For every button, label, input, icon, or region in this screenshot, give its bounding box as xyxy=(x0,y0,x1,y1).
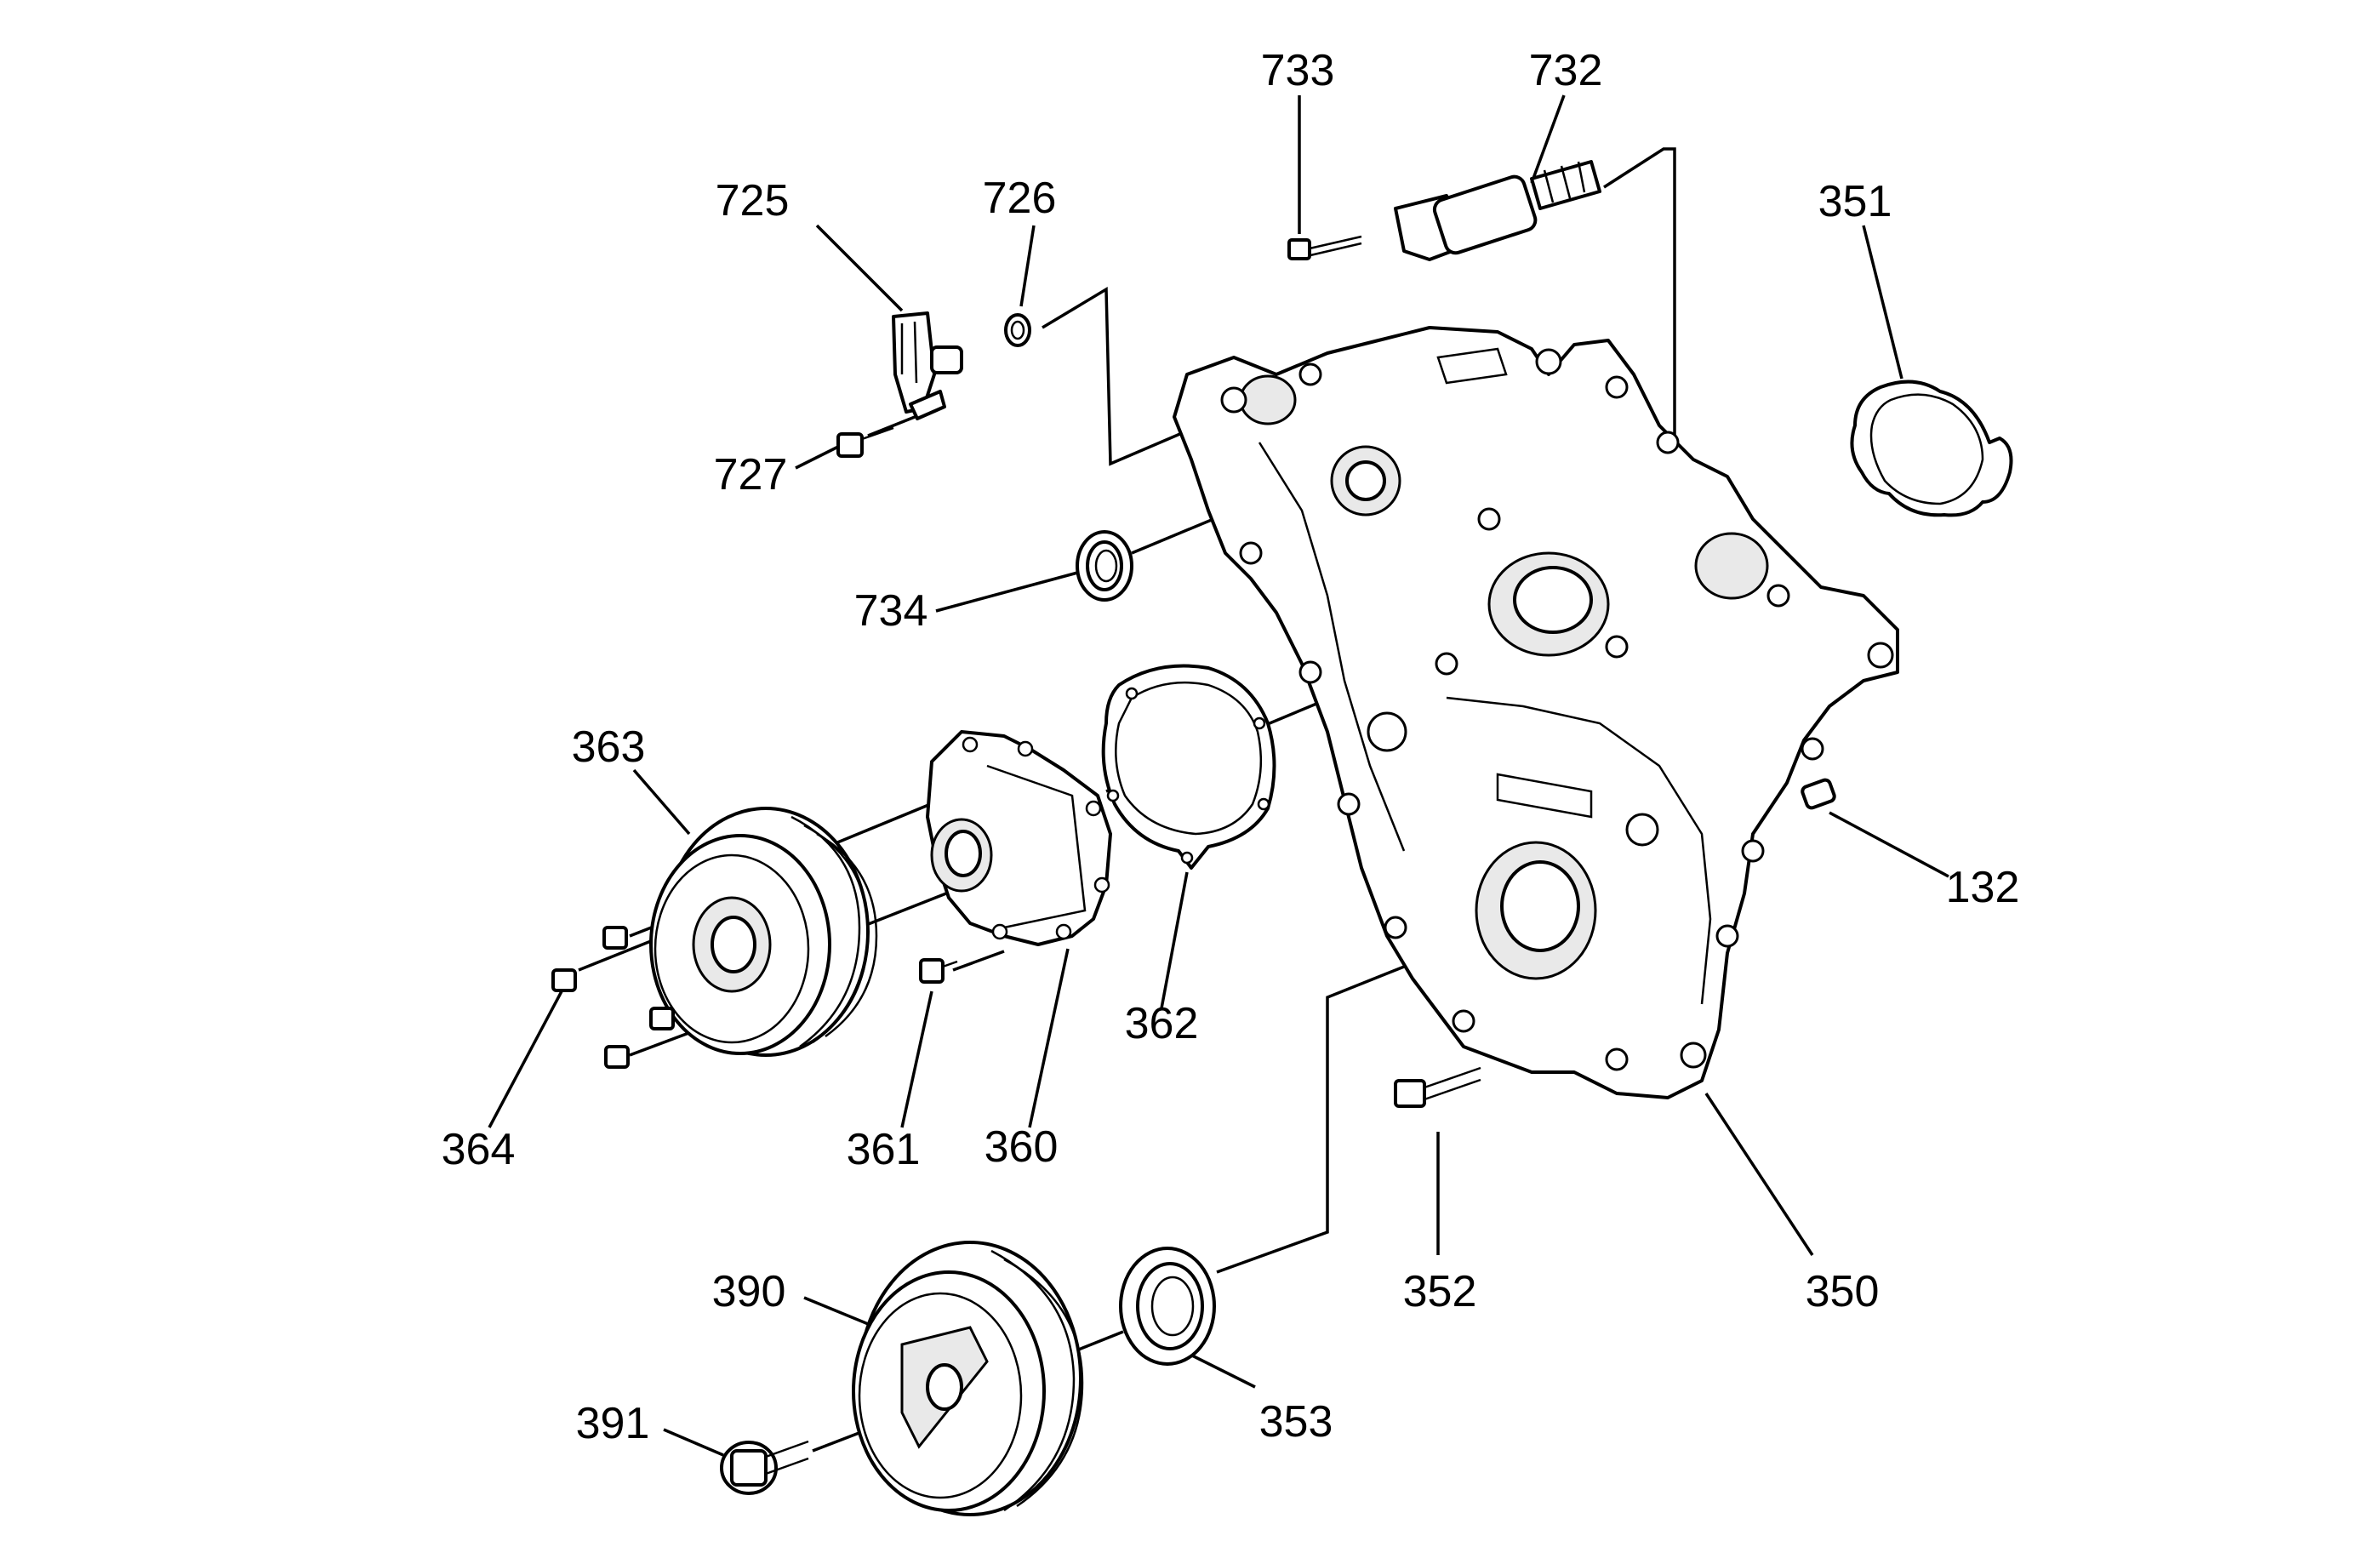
balancer-390 xyxy=(852,1241,1084,1516)
callout-391: 391 xyxy=(576,1399,650,1448)
bolt-391 xyxy=(720,1440,809,1495)
callout-132: 132 xyxy=(1946,863,2020,912)
pulley-363 xyxy=(649,807,878,1057)
bolt-352 xyxy=(1394,1066,1481,1108)
timing-cover-350 xyxy=(1173,326,1899,1099)
callout-732: 732 xyxy=(1529,46,1603,95)
bolts-364 xyxy=(551,926,675,1069)
callout-352: 352 xyxy=(1403,1267,1477,1316)
callout-361: 361 xyxy=(847,1125,921,1174)
callout-390: 390 xyxy=(712,1267,786,1316)
water-pump-360 xyxy=(926,730,1112,946)
solenoid-732 xyxy=(1394,160,1601,261)
callout-364: 364 xyxy=(442,1125,516,1174)
gasket-362 xyxy=(1101,664,1276,870)
bolt-727 xyxy=(836,426,894,458)
seal-353 xyxy=(1119,1247,1216,1366)
callout-726: 726 xyxy=(983,174,1057,223)
callout-727: 727 xyxy=(714,450,788,499)
dowel-132 xyxy=(1801,778,1836,810)
callout-351: 351 xyxy=(1818,177,1892,226)
callout-360: 360 xyxy=(985,1122,1059,1172)
callout-734: 734 xyxy=(854,586,928,636)
callout-363: 363 xyxy=(572,722,646,772)
callout-353: 353 xyxy=(1259,1397,1333,1447)
seal-734 xyxy=(1076,530,1133,602)
oring-726 xyxy=(1004,313,1031,347)
callout-362: 362 xyxy=(1125,999,1199,1048)
callout-350: 350 xyxy=(1806,1267,1880,1316)
sensor-725 xyxy=(892,311,963,420)
callout-733: 733 xyxy=(1261,46,1335,95)
callout-labels: 733 732 725 726 351 727 734 363 132 362 … xyxy=(442,46,2020,1448)
gasket-351 xyxy=(1850,380,2013,517)
bolt-733 xyxy=(1287,235,1362,260)
bolt-361 xyxy=(919,958,958,984)
callout-725: 725 xyxy=(716,176,790,225)
